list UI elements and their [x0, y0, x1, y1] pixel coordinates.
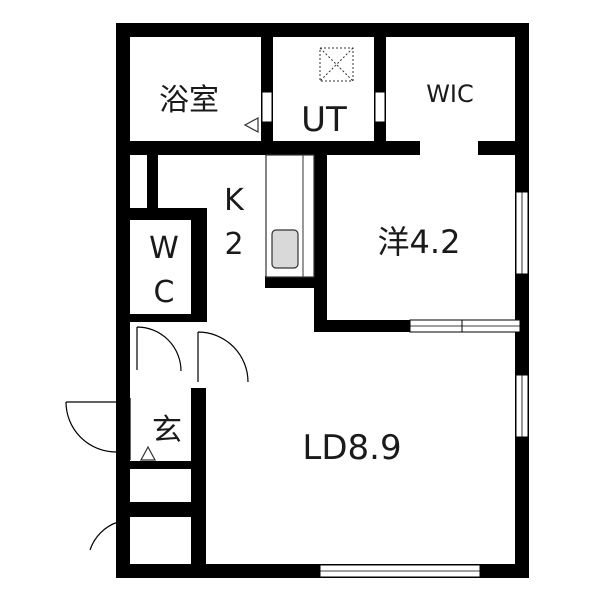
wall-western-left [314, 141, 327, 331]
wall-storage-top [130, 502, 206, 517]
door-swing-storage [89, 521, 119, 565]
wall-closet-bottom-right [478, 141, 528, 155]
windows [261, 91, 529, 578]
door-wic [374, 91, 386, 123]
wall-top [116, 23, 528, 37]
door-swings [65, 326, 249, 565]
wall-bath-ut [261, 23, 273, 155]
room-label-bath: 浴室 [159, 83, 219, 118]
room-label-wc-c: C [154, 275, 175, 310]
room-label-wc-w: W [149, 231, 179, 266]
wall-entrance-right [191, 388, 206, 566]
door-swing-wc [136, 326, 182, 372]
wall-entrance-bottom [116, 461, 206, 469]
step-marker-icon [139, 445, 157, 461]
triangle-marker-icon [243, 116, 259, 134]
room-label-kitchen: K [224, 183, 245, 218]
door-swing-living [197, 331, 249, 383]
room-label-closet: WIC [426, 80, 474, 108]
wall-left [116, 23, 130, 578]
wall-right [515, 23, 529, 578]
door-swing-entrance [65, 401, 117, 453]
wall-wc-bottom [130, 314, 207, 322]
wall-wc-top [130, 208, 207, 220]
room-label-western: 洋4.2 [378, 223, 461, 261]
room-label-living: LD8.9 [302, 428, 401, 468]
vent-fan-icon [319, 47, 354, 82]
wall-kitchen-counter-base [265, 276, 327, 288]
wall-wc-right [191, 208, 207, 318]
wall-wc-stub [147, 141, 158, 211]
room-label-utility: UT [301, 100, 347, 140]
room-label-entrance: 玄 [152, 413, 182, 448]
fixtures [139, 47, 354, 461]
wall-ut-wic [374, 23, 386, 155]
room-label-kitchen-size: 2 [224, 227, 243, 262]
door-bath [261, 91, 273, 123]
kitchen-sink-icon [271, 229, 299, 269]
